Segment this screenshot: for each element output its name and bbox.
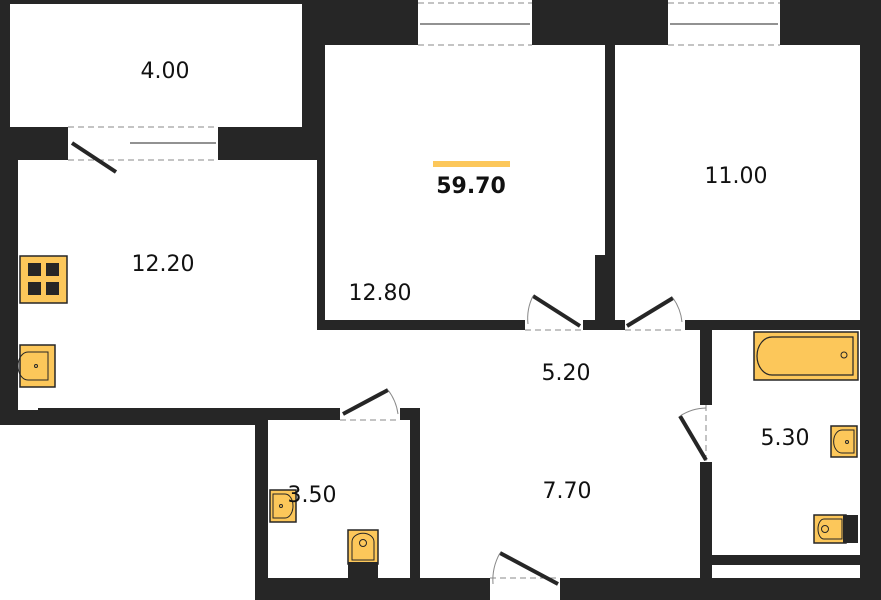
room-area-bedroom-1: 12.80 <box>349 281 412 306</box>
room-area-bathroom: 5.30 <box>761 426 810 451</box>
bathroom-sink-icon <box>830 425 858 458</box>
fixtures <box>17 255 859 578</box>
total-area-accent-bar <box>433 161 510 167</box>
doors <box>70 141 708 586</box>
windows <box>68 2 780 161</box>
toilet-icon <box>347 529 379 578</box>
room-area-toilet: 3.50 <box>288 483 337 508</box>
room-area-hall: 7.70 <box>543 479 592 504</box>
total-area-label: 59.70 <box>436 174 506 199</box>
room-area-corridor: 5.20 <box>542 361 591 386</box>
room-area-kitchen: 12.20 <box>132 252 195 277</box>
bathtub-icon <box>753 331 859 381</box>
stove-icon <box>19 255 68 304</box>
kitchen-sink-icon <box>17 344 56 388</box>
room-area-balcony: 4.00 <box>141 59 190 84</box>
toilet-room-sink-icon <box>269 489 297 523</box>
room-area-bedroom-2: 11.00 <box>705 164 768 189</box>
bathroom-toilet-icon <box>813 514 858 544</box>
